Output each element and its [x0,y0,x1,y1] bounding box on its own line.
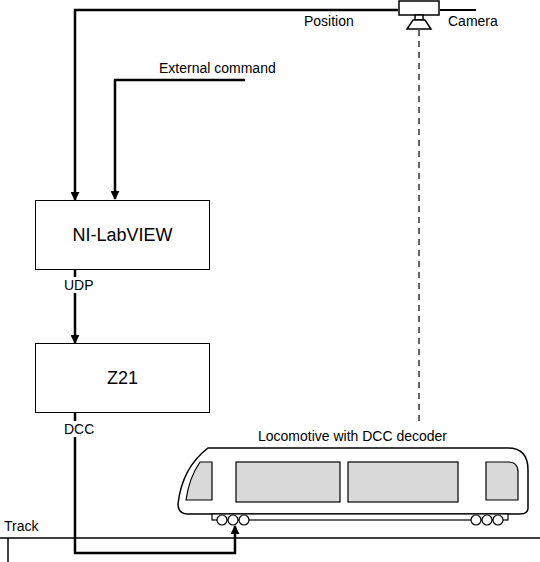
edge-label: UDP [62,277,96,293]
track-rail [0,537,540,539]
view-line [418,30,419,426]
command-wire [115,80,245,199]
edge-label: Position [302,13,356,29]
box-title: Z21 [107,368,138,389]
track-end [7,538,9,562]
ceiling-line [440,9,476,11]
camera-icon: Camera [398,0,440,30]
box-title: NI-LabVIEW [72,225,172,246]
camera-label: Camera [446,13,500,29]
input-label: External command [157,60,278,76]
locomotive-figure: Locomotive with DCC decoder [170,426,535,526]
edge-label: DCC [62,421,96,437]
process-box: Z21 [35,343,210,413]
process-box: NI-LabVIEW [35,200,210,270]
signal-wire [75,413,235,553]
camera-symbol [398,0,440,30]
signal-wire [75,10,398,200]
track-label: Track [2,518,40,534]
figure-label: Locomotive with DCC decoder [170,428,535,444]
